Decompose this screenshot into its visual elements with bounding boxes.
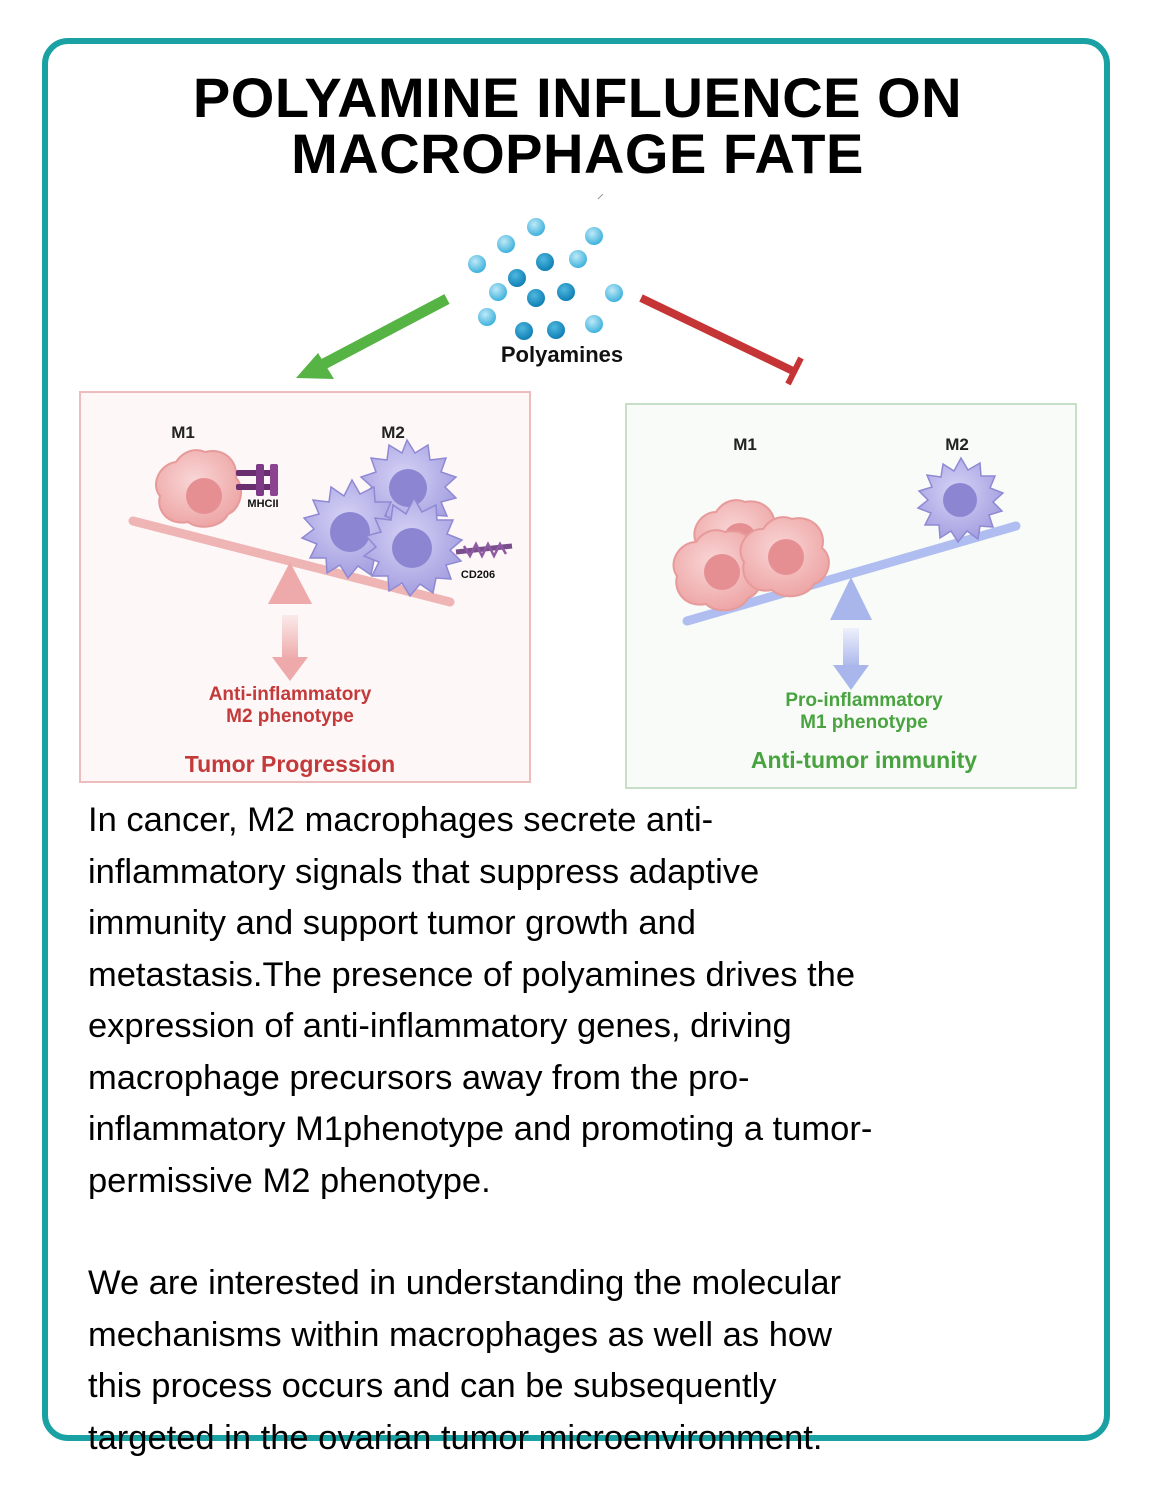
right-m1-cell [739,516,830,598]
text-line: macrophage precursors away from the pro- [88,1058,750,1097]
title-line-2: MACROPHAGE FATE [291,122,864,185]
text-line: expression of anti-inflammatory genes, d… [88,1007,792,1045]
text-line: In cancer, M2 macrophages secrete anti- [88,801,714,839]
left-panel [79,391,531,783]
right-m2-cell [916,456,1005,544]
polyamine-dot [489,283,507,301]
left-m2-cell [362,496,464,598]
description-text: In cancer, M2 macrophages secrete anti- … [88,795,1078,1464]
text-line: inflammatory M1phenotype and promoting a… [88,1110,873,1148]
text-line: targeted in the ovarian tumor microenvir… [88,1418,823,1457]
left-outcome-label: Tumor Progression [185,751,395,777]
inhibit-arrow [639,294,804,386]
right-phenotype-line-2: M1 phenotype [800,712,928,733]
left-down-arrow [272,615,308,681]
left-seesaw-beam [128,516,455,607]
description-paragraph-2: We are interested in understanding the m… [88,1258,1078,1464]
text-line: mechanisms within macrophages as well as… [88,1315,832,1354]
text-line: this process occurs and can be subsequen… [88,1367,777,1405]
left-seesaw-fulcrum [268,562,312,604]
cd206-label: CD206 [461,569,495,581]
polyamine-molecules [468,218,623,340]
polyamine-dot [557,283,575,301]
right-down-arrow [833,628,869,690]
polyamine-dot [536,253,554,271]
macrophage-diagram: Polyamines M1 M2 MHCII [79,193,1077,789]
polyamine-dot [527,218,545,236]
stray-mark [597,193,604,200]
cd206-receptor-icon [455,541,513,559]
left-phenotype-line-1: Anti-inflammatory [209,684,372,705]
text-line: We are interested in understanding the m… [88,1264,842,1302]
title-line-1: POLYAMINE INFLUENCE ON [192,66,963,129]
text-line: inflammatory signals that suppress adapt… [88,852,760,891]
mhcii-label: MHCII [247,498,278,510]
left-m2-label: M2 [381,423,405,442]
polyamine-dot [515,322,533,340]
polyamine-dot [527,289,545,307]
polyamine-dot [508,269,526,287]
polyamine-dot [468,255,486,273]
description-paragraph-1: In cancer, M2 macrophages secrete anti- … [88,795,1078,1207]
polyamine-dot [547,321,565,339]
right-outcome-label: Anti-tumor immunity [751,747,977,773]
polyamine-dot [497,235,515,253]
left-m1-label: M1 [171,423,195,442]
polyamines-label: Polyamines [501,342,623,367]
polyamine-dot [478,308,496,326]
polyamine-dot [605,284,623,302]
mhcii-receptor-icon [236,464,278,496]
polyamine-dot [585,227,603,245]
left-m1-cell [155,449,243,528]
text-line: metastasis.The presence of polyamines dr… [88,955,856,994]
right-m1-label: M1 [733,435,757,454]
page-title: POLYAMINE INFLUENCE ON MACROPHAGE FATE [0,70,1155,182]
right-seesaw-fulcrum [830,577,872,620]
polyamine-dot [569,250,587,268]
text-line: immunity and support tumor growth and [88,904,696,942]
right-phenotype-line-1: Pro-inflammatory [785,690,943,711]
text-line: permissive M2 phenotype. [88,1161,491,1200]
polyamine-dot [585,315,603,333]
right-m2-label: M2 [945,435,969,454]
promote-arrow [296,294,450,379]
left-phenotype-line-2: M2 phenotype [226,706,354,727]
